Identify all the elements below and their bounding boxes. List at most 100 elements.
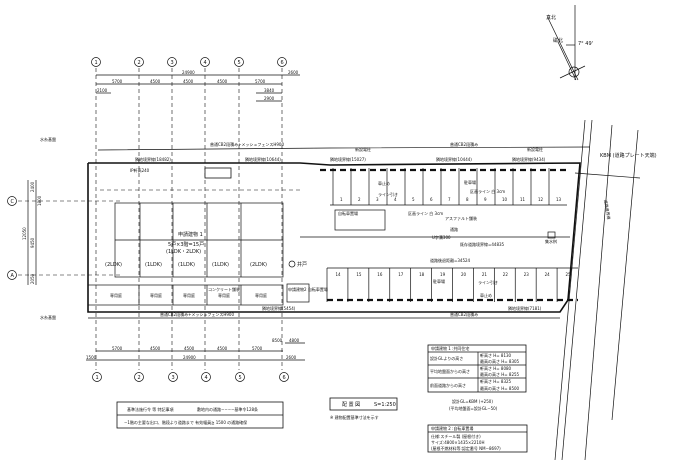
dimensions-top: 24900 2600 5700 4500 4500 4500 5700 2100…: [96, 70, 300, 102]
catch-basin: [547, 231, 556, 239]
plan-title-box: [329, 397, 398, 411]
grid-bubbles-bottom: 1 2 3 4 5 6: [92, 372, 289, 382]
road-lines: [554, 119, 641, 461]
law-notes-item: 敷地内の通路−−−−基準令128条: [197, 406, 258, 412]
parking-stall-number: 1: [340, 197, 343, 202]
garden-label: 専用庭: [218, 292, 230, 298]
dimensions-left: 12050 2400 9450 2050 1800: [22, 180, 42, 285]
boundary-label: 隣地境界線(18482): [135, 156, 171, 162]
line-paint-label: ライン引き: [478, 279, 498, 285]
boundary-label: 隣地境界線(10444): [436, 156, 472, 162]
kbm-label: KBM (道路プレート天端): [600, 152, 657, 159]
building2-spec-table: 申請建物 2 :自転車置場 仕様:スチール製 (屋根付き) サイズ:4800×1…: [427, 424, 528, 453]
svg-text:2400: 2400: [30, 181, 35, 192]
svg-text:2900: 2900: [264, 96, 275, 101]
private-gardens: [87, 284, 284, 306]
true-north-label: 真北: [546, 14, 556, 21]
parking-stall-number: 2: [358, 197, 361, 202]
svg-text:(屋根不燃材料等:認定番号 NM−8697): (屋根不燃材料等:認定番号 NM−8697): [431, 445, 501, 451]
svg-text:24900: 24900: [182, 70, 195, 75]
concrete-label: コンクリート舗装: [208, 286, 240, 292]
parking-stall-number: 20: [461, 272, 467, 277]
parking-stall-number: 14: [335, 272, 341, 277]
boundary-label: 隣地境界線(7181): [508, 305, 542, 311]
parking-label: 駐車場: [464, 179, 476, 185]
building-type: (1LDK・2LDK): [166, 249, 201, 255]
svg-text:4500: 4500: [217, 79, 228, 84]
svg-text:4: 4: [205, 375, 208, 381]
parking-stall-number: 8: [466, 197, 469, 202]
unit-label: (1LDK): [212, 262, 229, 268]
svg-text:3840: 3840: [264, 88, 275, 93]
svg-text:最高の高さ H= 8305: 最高の高さ H= 8305: [480, 358, 520, 364]
grid-lines: [18, 68, 283, 370]
boundary-label: 隣地境界線(10644): [245, 156, 281, 162]
parking-stall-number: 25: [566, 272, 572, 277]
svg-text:4: 4: [204, 60, 207, 66]
septic-tank: [204, 167, 232, 179]
svg-text:2050: 2050: [30, 273, 35, 284]
svg-text:5: 5: [238, 60, 241, 66]
unit-label: (2LDK): [105, 262, 122, 268]
parking-label: 駐車場: [433, 278, 445, 284]
svg-text:3: 3: [172, 375, 175, 381]
svg-text:2600: 2600: [286, 355, 297, 360]
parking-stall-number: 9: [484, 197, 487, 202]
svg-text:8500: 8500: [272, 338, 283, 343]
cb-top-right-label: 普通CB2段積み: [450, 141, 478, 147]
garden-label: 専用庭: [110, 292, 122, 298]
garden-label: 専用庭: [150, 292, 162, 298]
road-label: 道路境界線: [603, 199, 612, 220]
svg-text:最高の高さ H= 8255: 最高の高さ H= 8255: [480, 371, 520, 377]
bike-shed-label: 申請建物2 自転車置場: [288, 286, 328, 292]
svg-text:3: 3: [171, 60, 174, 66]
svg-text:1500: 1500: [86, 355, 97, 360]
parking-stall-number: 12: [538, 197, 544, 202]
svg-text:4500: 4500: [184, 346, 195, 351]
site-boundary: [87, 162, 581, 313]
svg-text:軒高さ H= 8325: 軒高さ H= 8325: [480, 378, 512, 384]
white-line-label: 区画ライン 白 3cm: [470, 188, 505, 194]
grid-bubbles-top: 1 2 3 4 5 6: [91, 57, 287, 67]
svg-text:24900: 24900: [183, 355, 196, 360]
parking-stall-number: 11: [520, 197, 526, 202]
parking-stall-number: 21: [482, 272, 488, 277]
grid-bubbles-left: C A: [7, 196, 17, 280]
well-label: 井戸: [297, 261, 307, 268]
svg-text:仕様:スチール製 (屋根付き): 仕様:スチール製 (屋根付き): [431, 433, 481, 439]
parking-stall-number: 16: [377, 272, 383, 277]
svg-text:2600: 2600: [288, 70, 299, 75]
car-stop-label: 車止め: [480, 292, 492, 298]
design-gl-note: (平均地盤面=設計GL−50): [449, 405, 498, 411]
well-icon: [288, 260, 296, 268]
building-title: 申請建物 1: [178, 231, 203, 238]
svg-text:平均地盤面からの高さ: 平均地盤面からの高さ: [430, 368, 470, 374]
cb-bottom-right-label: 普通CB2段積み: [450, 311, 478, 317]
utility-pole-label: 新設電柱: [355, 146, 371, 152]
fence-top-label: 普通CB2段積み+メッシュフェンスH900: [210, 141, 284, 147]
parking-stall-number: 19: [440, 272, 446, 277]
svg-text:1800: 1800: [37, 195, 42, 206]
plan-title: 配 置 図: [342, 402, 360, 408]
law-notes-detail: −1階の主要な出口、階段より道路まで 有効幅員≧ 1500 の通路確保: [124, 419, 247, 425]
plan-note: ※ 建物配置基準寸法を示す: [330, 414, 379, 420]
svg-text:2: 2: [138, 60, 141, 66]
boundary-label: 隣地境界線(5454): [262, 305, 296, 311]
svg-text:設計GLよりの高さ: 設計GLよりの高さ: [430, 355, 463, 361]
svg-text:軒高さ H= 8080: 軒高さ H= 8080: [480, 365, 512, 371]
svg-text:申請建物 2 :自転車置場: 申請建物 2 :自転車置場: [431, 425, 473, 431]
building1-height-table: 申請建物 1 :共同住宅 設計GLよりの高さ 軒高さ H= 8130 最高の高さ…: [427, 344, 527, 393]
svg-text:1: 1: [95, 60, 98, 66]
parking-stall-number: 13: [556, 197, 562, 202]
parking-stall-number: 10: [502, 197, 508, 202]
dimensions-bottom: 5700 4500 4500 4500 5700 24900 2600 1500…: [86, 338, 305, 361]
parking-stall-number: 4: [394, 197, 397, 202]
unit-label: (2LDK): [250, 262, 267, 268]
svg-text:4500: 4500: [217, 346, 228, 351]
bicycle-parking-label: 自転車置場: [338, 210, 358, 216]
svg-text:軒高さ H= 8130: 軒高さ H= 8130: [480, 352, 512, 358]
